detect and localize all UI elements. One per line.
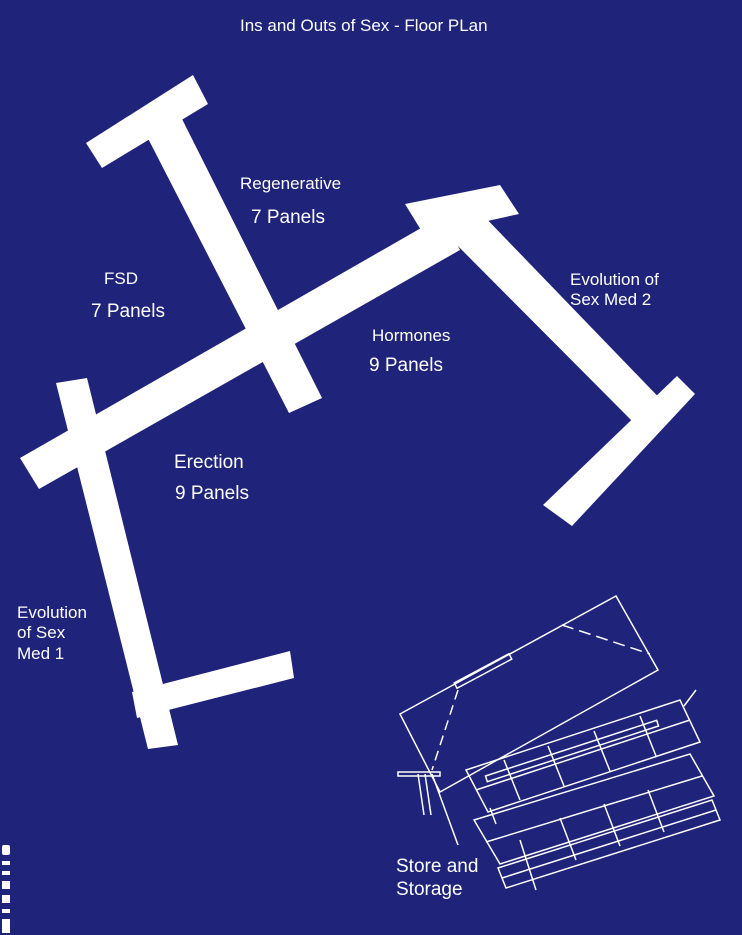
wall-main-diagonal (20, 216, 460, 489)
zone-fsd-name: FSD (104, 269, 138, 288)
zone-hormones-panels: 9 Panels (369, 355, 443, 376)
zone-evolution-2-name: Evolution of Sex Med 2 (570, 270, 659, 310)
wall-cap-upper-left (86, 75, 208, 168)
wall-end-lower-left (132, 651, 294, 718)
store-room-outline (398, 594, 660, 794)
storage-shelf-upper (464, 699, 702, 813)
store-dashed-wall (561, 624, 651, 655)
store-doorframe-left (397, 771, 441, 777)
wall-arm-right (444, 210, 672, 434)
wall-arm-upper-left (137, 101, 322, 413)
zone-regenerative-panels: 7 Panels (251, 207, 325, 228)
floor-plan-title: Ins and Outs of Sex - Floor PLan (240, 16, 488, 35)
wall-cap-right-top (405, 185, 519, 235)
zone-evolution-1-name: Evolution of Sex Med 1 (17, 603, 87, 663)
zone-fsd-panels: 7 Panels (91, 301, 165, 322)
zone-regenerative-name: Regenerative (240, 174, 342, 193)
storage-shelf-bottom (497, 799, 721, 889)
storage-shelf-lower (472, 753, 716, 865)
store-door-dashed (431, 689, 459, 771)
zone-store-name: Store and Storage (396, 856, 479, 900)
zone-erection-name: Erection (174, 452, 244, 473)
zone-erection-panels: 9 Panels (175, 483, 249, 504)
wall-end-right (543, 376, 695, 526)
store-door-rail (453, 652, 513, 690)
zone-hormones-name: Hormones (372, 326, 451, 345)
wall-arm-lower-left (56, 378, 178, 749)
store-floor-plan (397, 594, 721, 891)
side-edge-mark (2, 845, 10, 933)
